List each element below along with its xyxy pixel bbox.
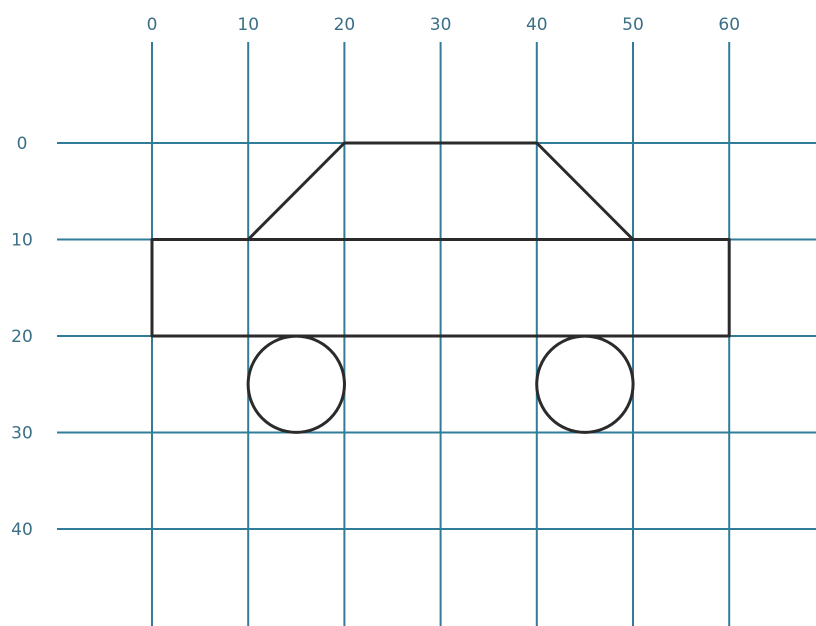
x-axis-label-40: 40 (526, 15, 548, 35)
x-axis-label-50: 50 (622, 15, 644, 35)
y-axis-label-40: 40 (11, 520, 33, 540)
grid-lines (57, 42, 816, 626)
car-front-wheel (248, 336, 344, 432)
x-axis-label-0: 0 (147, 15, 158, 35)
x-axis-label-60: 60 (718, 15, 740, 35)
y-axis-label-30: 30 (11, 424, 33, 444)
y-axis-label-10: 10 (11, 231, 33, 251)
x-axis-label-20: 20 (334, 15, 356, 35)
car-rear-wheel (537, 336, 633, 432)
axis-labels: 0 10 20 30 40 50 60 0 10 20 30 40 (11, 15, 740, 540)
y-axis-label-20: 20 (11, 327, 33, 347)
x-axis-label-30: 30 (430, 15, 452, 35)
y-axis-label-0: 0 (17, 134, 28, 154)
x-axis-label-10: 10 (237, 15, 259, 35)
